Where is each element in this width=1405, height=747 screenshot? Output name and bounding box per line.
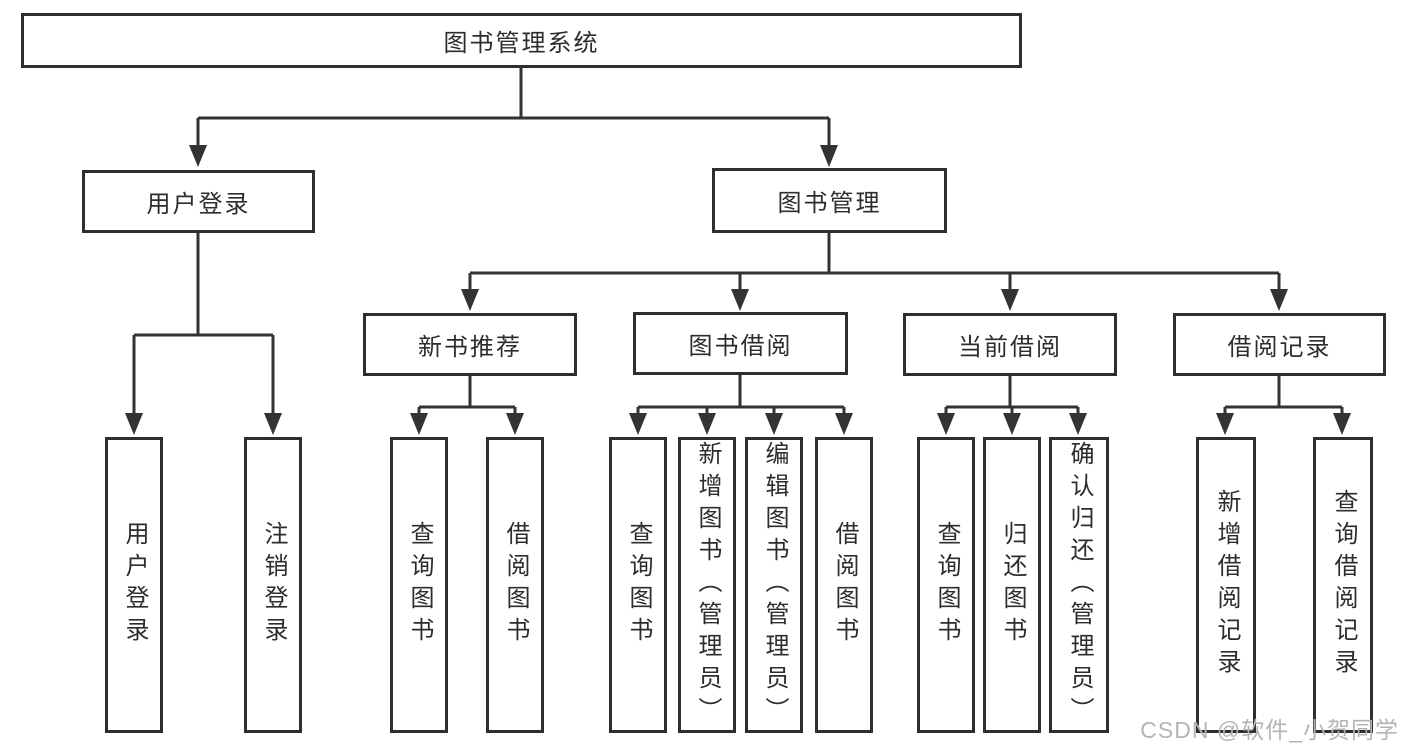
leaf-label: 注销登录 <box>260 521 287 649</box>
connector-bookmgmt-to-level3 <box>468 233 1281 290</box>
arrowhead <box>765 413 783 435</box>
connector-paths <box>132 68 1344 414</box>
arrowhead <box>264 413 282 435</box>
watermark: CSDN @软件_小贺同学 <box>1140 717 1399 743</box>
arrowhead <box>820 145 838 167</box>
arrowhead <box>189 145 207 167</box>
leaf-label: 查询图书 <box>625 521 652 649</box>
leaf-label: 确认归还（管理员） <box>1066 441 1093 729</box>
connector-borrowing-to-leaves <box>636 375 846 414</box>
connector-root-to-level2 <box>196 68 831 146</box>
leaf-return-books: 归还图书 <box>983 437 1041 733</box>
leaf-confirm-return-admin: 确认归还（管理员） <box>1049 437 1109 733</box>
connector-userlogin-to-leaves <box>132 233 275 414</box>
leaf-query-books-recommend: 查询图书 <box>390 437 448 733</box>
leaf-label: 查询借阅记录 <box>1330 489 1357 681</box>
leaf-edit-book-admin: 编辑图书（管理员） <box>745 437 803 733</box>
leaf-label: 借阅图书 <box>502 521 529 649</box>
arrowhead <box>461 289 479 311</box>
leaf-label: 查询图书 <box>933 521 960 649</box>
connector-records-to-leaves <box>1223 376 1344 414</box>
connector-newbook-to-leaves <box>417 376 517 414</box>
node-borrow-records: 借阅记录 <box>1173 313 1386 376</box>
arrowheads <box>125 145 1351 435</box>
node-current-borrowing: 当前借阅 <box>903 313 1117 376</box>
arrowhead <box>1069 413 1087 435</box>
node-new-book-recommend: 新书推荐 <box>363 313 577 376</box>
leaf-label: 借阅图书 <box>831 521 858 649</box>
arrowhead <box>1270 289 1288 311</box>
leaf-label: 新增借阅记录 <box>1213 489 1240 681</box>
arrowhead <box>1216 413 1234 435</box>
arrowhead <box>629 413 647 435</box>
leaf-add-borrow-record: 新增借阅记录 <box>1196 437 1256 733</box>
leaf-logout: 注销登录 <box>244 437 302 733</box>
node-book-borrowing: 图书借阅 <box>633 312 848 375</box>
leaf-borrow-books-recommend: 借阅图书 <box>486 437 544 733</box>
leaf-add-book-admin: 新增图书（管理员） <box>678 437 736 733</box>
node-user-login: 用户登录 <box>82 170 315 233</box>
arrowhead <box>835 413 853 435</box>
node-book-management: 图书管理 <box>712 168 947 233</box>
leaf-borrow-books-borrowing: 借阅图书 <box>815 437 873 733</box>
leaf-label: 编辑图书（管理员） <box>761 441 788 729</box>
arrowhead <box>125 413 143 435</box>
arrowhead <box>1001 289 1019 311</box>
leaf-label: 用户登录 <box>121 521 148 649</box>
arrowhead <box>1333 413 1351 435</box>
leaf-query-books-borrowing: 查询图书 <box>609 437 667 733</box>
node-root: 图书管理系统 <box>21 13 1022 68</box>
leaf-query-borrow-record: 查询借阅记录 <box>1313 437 1373 733</box>
connector-current-to-leaves <box>944 376 1080 414</box>
arrowhead <box>698 413 716 435</box>
leaf-label: 归还图书 <box>999 521 1026 649</box>
leaf-label: 查询图书 <box>406 521 433 649</box>
arrowhead <box>731 289 749 311</box>
arrowhead <box>506 413 524 435</box>
arrowhead <box>937 413 955 435</box>
arrowhead <box>410 413 428 435</box>
leaf-user-login: 用户登录 <box>105 437 163 733</box>
leaf-query-books-current: 查询图书 <box>917 437 975 733</box>
leaf-label: 新增图书（管理员） <box>694 441 721 729</box>
arrowhead <box>1003 413 1021 435</box>
